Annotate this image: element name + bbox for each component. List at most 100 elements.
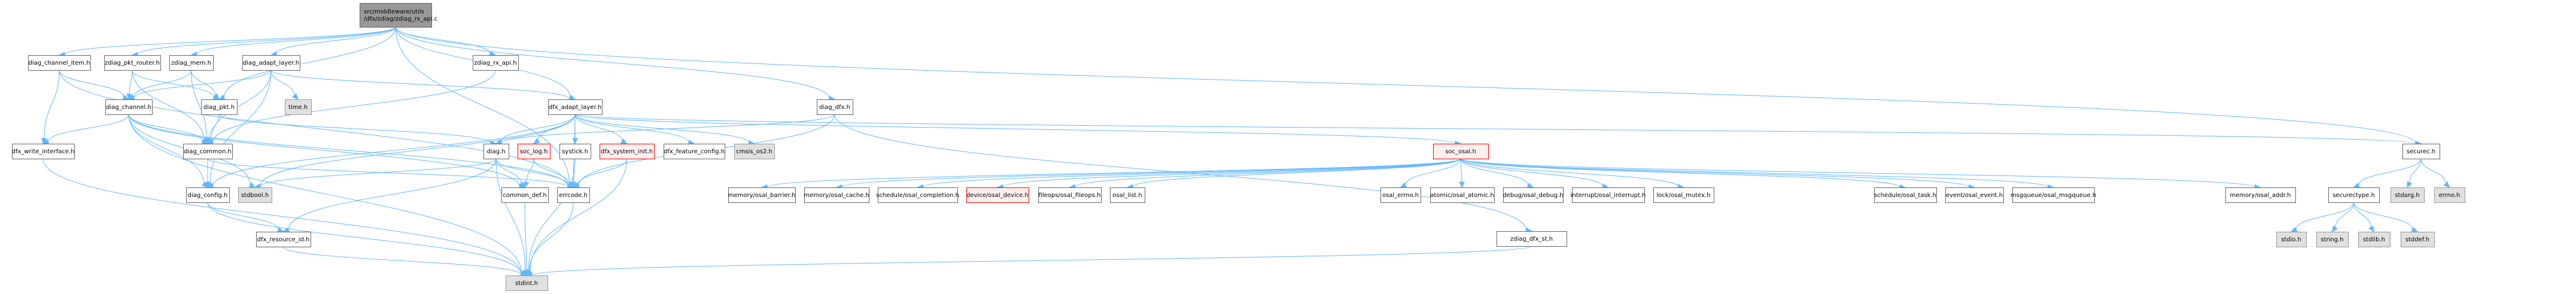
node-osal-atomic[interactable]: atomic/osal_atomic.h [1430,187,1495,203]
node-diag-config[interactable]: diag_config.h [186,187,230,203]
node-dfx-system-init[interactable]: dfx_system_init.h [600,144,655,159]
node-osal-addr[interactable]: memory/osal_addr.h [2225,187,2296,203]
node-common-def[interactable]: common_def.h [501,187,549,203]
node-osal-list[interactable]: osal_list.h [1110,187,1145,203]
edge-securectype-to-string [2331,202,2354,232]
node-diag-common[interactable]: diag_common.h [183,144,233,159]
node-zdiag-mem[interactable]: zdiag_mem.h [169,55,214,71]
node-label: zdiag_dfx_st.h [1510,236,1553,243]
node-label: errcode.h [559,192,588,199]
edge-line [59,69,124,98]
node-dfx-resource-id[interactable]: dfx_resource_id.h [256,232,311,247]
node-osal-completion[interactable]: schedule/osal_completion.h [876,187,959,203]
node-osal-mutex[interactable]: lock/osal_mutex.h [1653,187,1714,203]
node-label: fileops/osal_fileops.h [1039,192,1101,199]
node-zdiag-pkt-router[interactable]: zdiag_pkt_router.h [104,55,161,71]
node-securectype[interactable]: securectype.h [2328,187,2380,203]
node-errcode[interactable]: errcode.h [557,187,590,203]
arrowhead-icon [206,137,212,145]
node-label: zdiag_pkt_router.h [105,60,160,66]
node-label: soc_osal.h [1445,148,1476,155]
edge-line [524,202,527,271]
edge-line [495,158,526,271]
node-dfx-feature-config[interactable]: dfx_feature_config.h [664,144,725,159]
node-diag-channel[interactable]: diag_channel.h [105,99,153,115]
node-soc-osal[interactable]: soc_osal.h [1433,144,1489,159]
edge-diag_channel-to-diag_common [128,114,209,145]
edge-dfx_adapt_layer-to-cmsis_os2 [574,114,755,146]
node-box [1503,187,1564,203]
node-soc-log[interactable]: soc_log.h [518,144,551,159]
edge-diag_adapt_layer-to-diag_channel [127,69,272,101]
node-osal-event[interactable]: event/osal_event.h [1945,187,2004,203]
node-zdiag-rx-api[interactable]: zdiag_rx_api.h [473,55,519,71]
arrowhead-icon [248,182,256,188]
node-osal-task[interactable]: schedule/osal_task.h [1874,187,1937,203]
node-label: lock/osal_mutex.h [1656,192,1710,199]
node-box [2316,232,2349,247]
node-systick[interactable]: systick.h [559,144,591,159]
node-diag-pkt[interactable]: diag_pkt.h [201,99,238,115]
edge-line [574,114,1456,144]
node-osal-device[interactable]: device/osal_device.h [966,187,1029,203]
arrowhead-icon [2331,225,2338,232]
arrowhead-icon [2290,226,2298,232]
edge-diag_channel_item-to-diag_channel [59,69,130,100]
node-box [518,144,551,159]
node-securec[interactable]: securec.h [2402,144,2440,159]
edge-line [270,69,570,99]
node-label: memory/osal_addr.h [2230,192,2291,199]
edge-line [212,69,496,143]
node-osal-barrier[interactable]: memory/osal_barrier.h [728,187,796,203]
node-box [12,144,75,159]
node-osal-debug[interactable]: debug/osal_debug.h [1503,187,1564,203]
edge-line [2353,202,2413,230]
node-osal-interrupt[interactable]: interrupt/osal_interrupt.h [1571,187,1646,203]
edge-line [191,69,207,139]
node-diag-channel-item[interactable]: diag_channel_item.h [28,55,91,71]
nodes-layer: src/middleware/utils/dfx/zdiag/zdiag_rx_… [11,3,2465,291]
node-box [2225,187,2296,203]
node-box [559,144,591,159]
edge-soc_log-to-common_def [524,158,534,189]
node-label: stdint.h [515,280,538,287]
edge-line [495,158,569,186]
node-box [664,144,725,159]
node-label: device/osal_device.h [966,192,1029,199]
node-osal-errno[interactable]: osal_errno.h [1380,187,1421,203]
edge-common_def-to-stdint [523,202,530,277]
node-stdarg: stdarg.h [2391,187,2425,203]
node-box [1653,187,1714,203]
edge-zdiag_pkt_router-to-diag_channel [126,69,133,101]
edge-line [2420,158,2446,184]
edge-errcode-to-stdint [526,202,574,277]
node-box [201,99,238,115]
edge-line [1460,158,1529,186]
node-label: diag_dfx.h [819,104,850,111]
node-osal-cache[interactable]: memory/osal_cache.h [804,187,869,203]
edge-line [574,114,689,143]
node-stdlib: stdlib.h [2358,232,2391,247]
node-osal-msgqueue[interactable]: msgqueue/osal_msgqueue.h [2011,187,2096,203]
edge-securectype-to-stddef [2353,202,2419,232]
node-box [966,187,1029,203]
edge-line [500,114,576,142]
node-zdiag-dfx-st[interactable]: zdiag_dfx_st.h [1497,231,1567,247]
node-label: osal_list.h [1112,192,1142,199]
edge-root-to-zdiag_rx_api [395,26,497,57]
node-diag[interactable]: diag.h [483,144,509,159]
edge-line [528,158,576,271]
node-diag-adapt-layer[interactable]: diag_adapt_layer.h [242,55,300,71]
node-diag-dfx[interactable]: diag_dfx.h [817,99,853,115]
arrowhead-icon [524,181,530,189]
node-root[interactable]: src/middleware/utils/dfx/zdiag/zdiag_rx_… [360,3,438,28]
edge-soc_osal-to-osal_atomic [1459,158,1465,189]
edge-zdiag_mem-to-diag_pkt [191,69,220,100]
arrowhead-icon [1526,183,1534,188]
node-dfx-adapt-layer[interactable]: dfx_adapt_layer.h [548,99,603,115]
node-dfx-write-interface[interactable]: dfx_write_interface.h [11,144,75,159]
node-osal-fileops[interactable]: fileops/osal_fileops.h [1038,187,1102,203]
node-label: string.h [2320,237,2343,243]
edge-soc_osal-to-osal_errno [1400,158,1461,188]
arrowhead-icon [1400,182,1407,188]
